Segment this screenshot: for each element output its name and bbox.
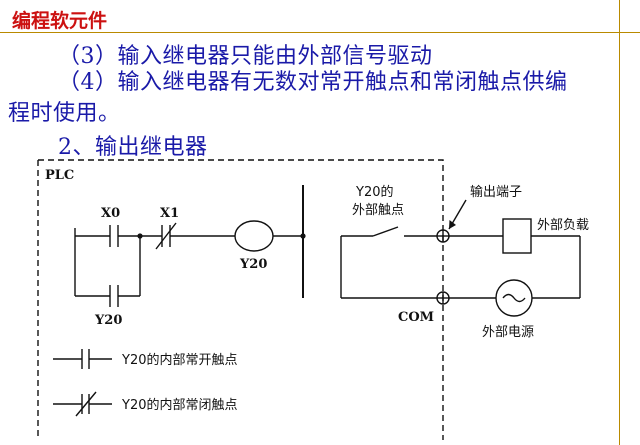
external-load-box xyxy=(502,218,532,254)
ext-contact-label-1: Y20的 xyxy=(355,184,393,200)
y20-coil xyxy=(234,220,274,252)
text-line-4-cont: 程时使用。 xyxy=(8,101,121,126)
ext-contact-blade xyxy=(372,226,399,237)
slide-title: 编程软元件 xyxy=(12,10,108,32)
header-divider xyxy=(0,32,640,33)
ext-contact-label-2: 外部触点 xyxy=(352,203,404,218)
com-label: COM xyxy=(398,310,434,325)
external-load-label: 外部负载 xyxy=(537,218,589,233)
text-line-3: （3）输入继电器只能由外部信号驱动 xyxy=(58,44,433,69)
branch-label: Y20 xyxy=(94,313,122,328)
x1-label: X1 xyxy=(160,206,179,221)
plc-label: PLC xyxy=(45,168,74,183)
legend-no-label: Y20的内部常开触点 xyxy=(121,352,237,368)
x0-label: X0 xyxy=(101,206,120,221)
right-accent-line xyxy=(619,0,620,445)
coil-label: Y20 xyxy=(239,257,267,272)
x1-nc-slash xyxy=(155,222,177,250)
legend-nc-label: Y20的内部常闭触点 xyxy=(121,397,237,413)
plc-boundary xyxy=(37,159,444,440)
external-power-label: 外部电源 xyxy=(482,325,534,340)
text-line-4: （4）输入继电器有无数对常开触点和常闭触点供编 xyxy=(58,70,568,95)
output-terminal-label: 输出端子 xyxy=(470,184,522,200)
section-heading: 2、输出继电器 xyxy=(58,135,208,160)
